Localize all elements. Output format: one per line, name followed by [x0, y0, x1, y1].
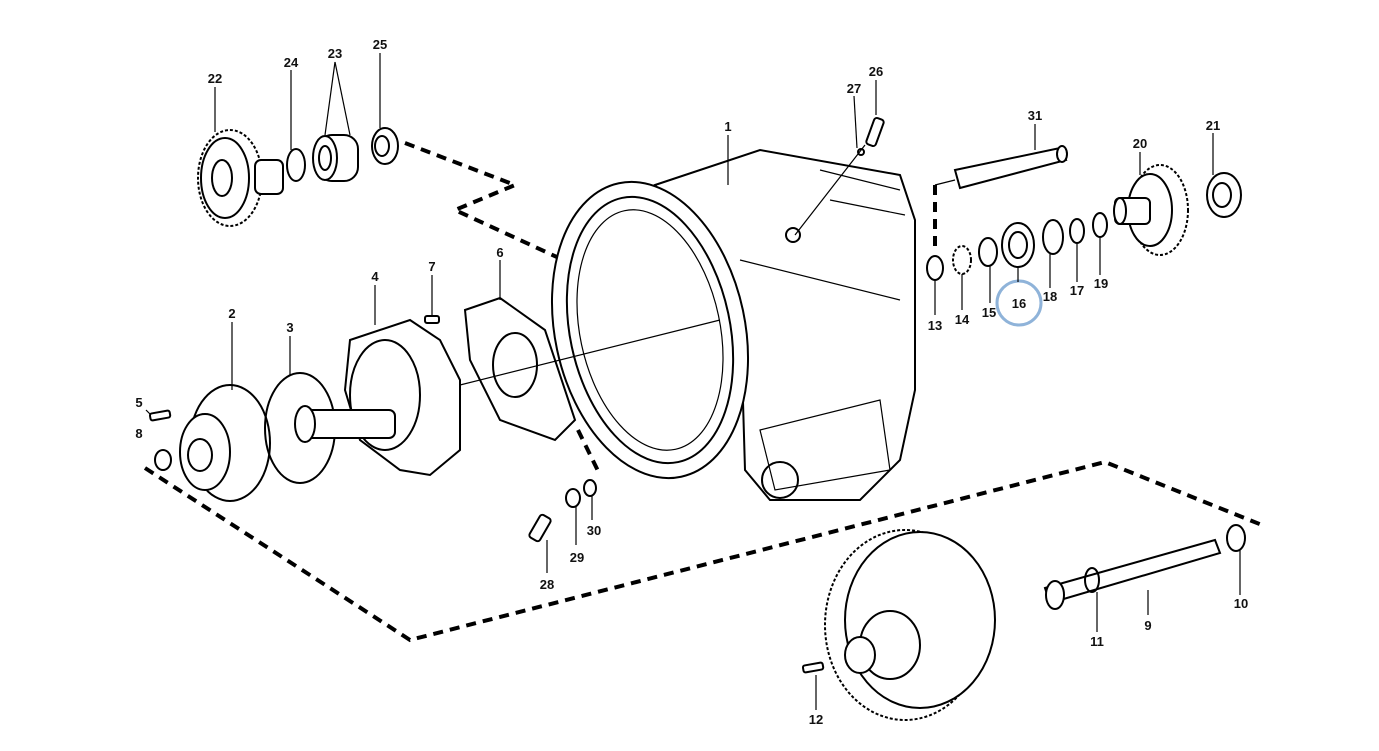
- callout-29: 29: [570, 550, 584, 565]
- leader-lines: [145, 53, 1241, 710]
- pin-7: [424, 315, 440, 324]
- bearing-23: [312, 134, 359, 182]
- callout-18: 18: [1043, 289, 1057, 304]
- callout-8: 8: [135, 426, 142, 441]
- washer-8: [154, 449, 172, 471]
- callout-labels: 1 2 3 4 5 6 7 8 9 10 11 12 13 14 15 16 1…: [135, 37, 1248, 727]
- callout-16: 16: [1012, 296, 1026, 311]
- assembly-path-sensor: [576, 429, 602, 476]
- callout-31: 31: [1028, 108, 1042, 123]
- pump-2: [179, 384, 271, 502]
- sensor-28: [528, 479, 597, 543]
- callout-15: 15: [982, 305, 996, 320]
- bearing-21: [1206, 172, 1242, 218]
- ring-11: [1084, 567, 1100, 593]
- seal-25: [371, 127, 399, 165]
- gasket-6: [463, 296, 577, 442]
- callout-17: 17: [1070, 283, 1084, 298]
- shaft-31: [953, 145, 1068, 190]
- callout-14: 14: [955, 312, 970, 327]
- assembly-path-top: [404, 141, 651, 302]
- callout-28: 28: [540, 577, 554, 592]
- callout-3: 3: [286, 320, 293, 335]
- callout-22: 22: [208, 71, 222, 86]
- washer-13: [926, 255, 944, 281]
- callout-13: 13: [928, 318, 942, 333]
- callout-25: 25: [373, 37, 387, 52]
- callout-4: 4: [371, 269, 379, 284]
- callout-1: 1: [724, 119, 731, 134]
- ring-17: [1069, 218, 1085, 244]
- gear-22: [197, 129, 284, 227]
- bolt-5: [148, 409, 172, 422]
- callout-19: 19: [1094, 276, 1108, 291]
- callout-9: 9: [1144, 618, 1151, 633]
- ring-19: [1092, 212, 1108, 238]
- nut-14: [952, 245, 972, 275]
- assembly-path-bottom: [143, 459, 1263, 643]
- housing-1: [550, 148, 916, 501]
- shaft-9: [1043, 538, 1222, 610]
- bolt-12: [801, 661, 825, 674]
- callout-26: 26: [869, 64, 883, 79]
- converter-12: [824, 529, 996, 721]
- callout-10: 10: [1234, 596, 1248, 611]
- callout-23: 23: [328, 46, 342, 61]
- sensor-26: [857, 116, 885, 156]
- callout-11: 11: [1090, 634, 1104, 649]
- callout-2: 2: [228, 306, 235, 321]
- callout-12: 12: [809, 712, 823, 727]
- callout-7: 7: [428, 259, 435, 274]
- ring-15: [978, 237, 998, 267]
- callout-21: 21: [1206, 118, 1220, 133]
- callout-30: 30: [587, 523, 601, 538]
- cover-4: [294, 318, 461, 477]
- bearing-16: [1001, 222, 1035, 268]
- ring-10: [1226, 524, 1246, 552]
- gear-20: [1113, 164, 1189, 256]
- callout-6: 6: [496, 245, 503, 260]
- callout-20: 20: [1133, 136, 1147, 151]
- ring-24: [286, 148, 306, 182]
- callout-24: 24: [284, 55, 299, 70]
- highlight-ring: [995, 279, 1043, 327]
- callout-27: 27: [847, 81, 861, 96]
- ring-18: [1042, 219, 1064, 255]
- callout-5: 5: [135, 395, 142, 410]
